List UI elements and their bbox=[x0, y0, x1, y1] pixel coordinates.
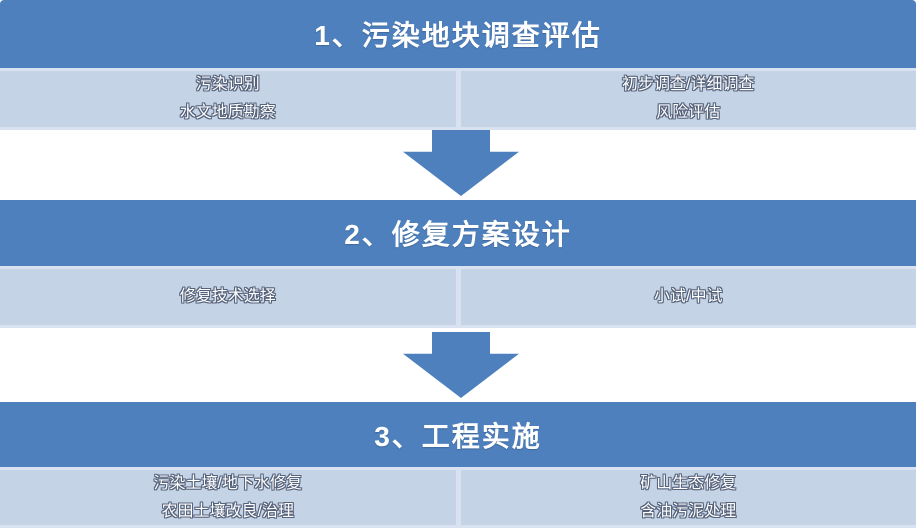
stage-1-header: 1、污染地块调查评估 bbox=[0, 0, 916, 68]
stage-2-body: 修复技术选择 小试/中试 bbox=[0, 266, 916, 328]
step-label: 修复技术选择 bbox=[179, 288, 276, 306]
step-label: 污染识别 bbox=[195, 76, 260, 94]
stage-1-body: 污染识别 水文地质勘察 初步调查/详细调查 风险评估 bbox=[0, 68, 916, 130]
stage-1-title: 1、污染地块调查评估 bbox=[314, 20, 602, 51]
stage-1-left-column: 污染识别 水文地质勘察 bbox=[0, 71, 456, 127]
stage-2-title: 2、修复方案设计 bbox=[344, 219, 572, 250]
step-label: 小试/中试 bbox=[654, 288, 723, 306]
stage-2-header: 2、修复方案设计 bbox=[0, 200, 916, 266]
stage-3-header: 3、工程实施 bbox=[0, 402, 916, 467]
step-label: 含油污泥处理 bbox=[640, 502, 737, 520]
stage-1-right-column: 初步调查/详细调查 风险评估 bbox=[460, 71, 916, 127]
down-arrow-icon bbox=[403, 332, 519, 398]
stage-2-right-column: 小试/中试 bbox=[460, 269, 916, 325]
step-label: 风险评估 bbox=[656, 104, 721, 122]
step-label: 污染土壤/地下水修复 bbox=[153, 475, 302, 493]
step-label: 农田土壤改良/治理 bbox=[161, 502, 294, 520]
stage-3-title: 3、工程实施 bbox=[374, 420, 542, 452]
stage-2-left-column: 修复技术选择 bbox=[0, 269, 456, 325]
stage-3-body: 污染土壤/地下水修复 农田土壤改良/治理 矿山生态修复 含油污泥处理 bbox=[0, 467, 916, 528]
stage-3-right-column: 矿山生态修复 含油污泥处理 bbox=[460, 470, 916, 525]
step-label: 初步调查/详细调查 bbox=[622, 76, 755, 94]
step-label: 矿山生态修复 bbox=[640, 475, 737, 493]
down-arrow-icon bbox=[403, 130, 519, 196]
stage-3-left-column: 污染土壤/地下水修复 农田土壤改良/治理 bbox=[0, 470, 456, 525]
flow-connector-1 bbox=[0, 130, 916, 196]
flow-connector-2 bbox=[0, 332, 916, 398]
step-label: 水文地质勘察 bbox=[179, 104, 276, 122]
